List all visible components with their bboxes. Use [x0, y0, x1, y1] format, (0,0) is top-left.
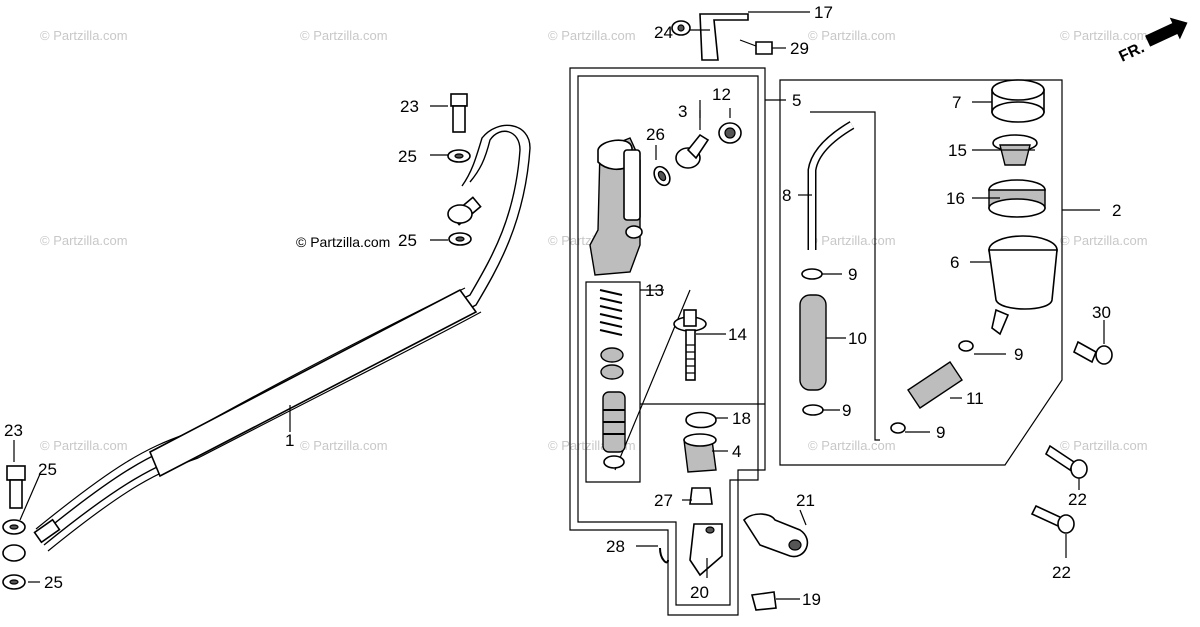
watermark: © Partzilla.com	[40, 28, 128, 43]
callout-27: 27	[654, 491, 673, 510]
brake-hose	[2, 124, 531, 562]
assembly-outline-inner	[577, 75, 759, 606]
callout-30: 30	[1092, 303, 1111, 322]
callout-23b: 23	[4, 421, 23, 440]
assembly-outline-diag	[614, 289, 691, 471]
callout-25c: 25	[38, 460, 57, 479]
callout-29: 29	[790, 39, 809, 58]
callout-16: 16	[946, 189, 965, 208]
watermark: © Partzilla.com	[300, 28, 388, 43]
piston-assembly	[599, 289, 717, 473]
clevis-assembly	[659, 487, 809, 611]
left-hardware	[2, 93, 472, 590]
callout-21: 21	[796, 491, 815, 510]
callout-9a: 9	[848, 265, 857, 284]
callout-11: 11	[966, 389, 984, 408]
hose-outline	[810, 111, 880, 441]
reservoir-hose	[799, 121, 855, 416]
callout-22a: 22	[1068, 490, 1087, 509]
watermark: © Partzilla.com	[300, 438, 388, 453]
callout-12: 12	[712, 85, 731, 104]
watermark: © Partzilla.com	[1060, 28, 1148, 43]
inlet-fitting	[653, 110, 742, 187]
callout-labels: 1 2 3 4 5 6 7 8 9 9 9 9 10 11 12 13 14 1…	[4, 3, 1121, 609]
callout-22b: 22	[1052, 563, 1071, 582]
watermark: © Partzilla.com	[808, 233, 896, 248]
callout-18: 18	[732, 409, 751, 428]
callout-23a: 23	[400, 97, 419, 116]
leader-lines	[13, 11, 1105, 600]
watermark: © Partzilla.com	[1060, 233, 1148, 248]
callout-9b: 9	[1014, 345, 1023, 364]
callout-4: 4	[732, 442, 741, 461]
callout-10: 10	[848, 329, 867, 348]
callout-1: 1	[285, 431, 294, 450]
callout-28: 28	[606, 537, 625, 556]
callout-19: 19	[802, 590, 821, 609]
watermark: © Partzilla.com	[1060, 438, 1148, 453]
callout-14: 14	[728, 325, 747, 344]
callout-17: 17	[814, 3, 833, 22]
callout-20: 20	[690, 583, 709, 602]
callout-24: 24	[654, 23, 673, 42]
reservoir-assembly	[890, 79, 1058, 434]
callout-8: 8	[782, 186, 791, 205]
watermark-dark: © Partzilla.com	[296, 234, 390, 250]
callout-3: 3	[678, 102, 687, 121]
watermark: © Partzilla.com	[40, 438, 128, 453]
callout-25d: 25	[44, 573, 63, 592]
master-cylinder	[589, 137, 643, 276]
callout-25b: 25	[398, 231, 417, 250]
callout-25a: 25	[398, 147, 417, 166]
callout-15: 15	[948, 141, 967, 160]
assembly-outline-5	[569, 67, 766, 616]
assembly-outline-13	[585, 281, 641, 483]
watermark: © Partzilla.com	[808, 438, 896, 453]
callout-13: 13	[645, 281, 664, 300]
watermark: © Partzilla.com	[548, 28, 636, 43]
watermark: © Partzilla.com	[40, 233, 128, 248]
callout-9d: 9	[936, 423, 945, 442]
watermark: © Partzilla.com	[808, 28, 896, 43]
direction-label: FR.	[1117, 39, 1148, 65]
callout-26: 26	[646, 125, 665, 144]
callout-2: 2	[1112, 201, 1121, 220]
callout-5: 5	[792, 91, 801, 110]
callout-9c: 9	[842, 401, 851, 420]
mounting-bracket	[671, 13, 773, 61]
arrow-icon	[1145, 17, 1188, 47]
right-hardware	[1030, 340, 1113, 534]
callout-6: 6	[950, 253, 959, 272]
callout-7: 7	[952, 93, 961, 112]
